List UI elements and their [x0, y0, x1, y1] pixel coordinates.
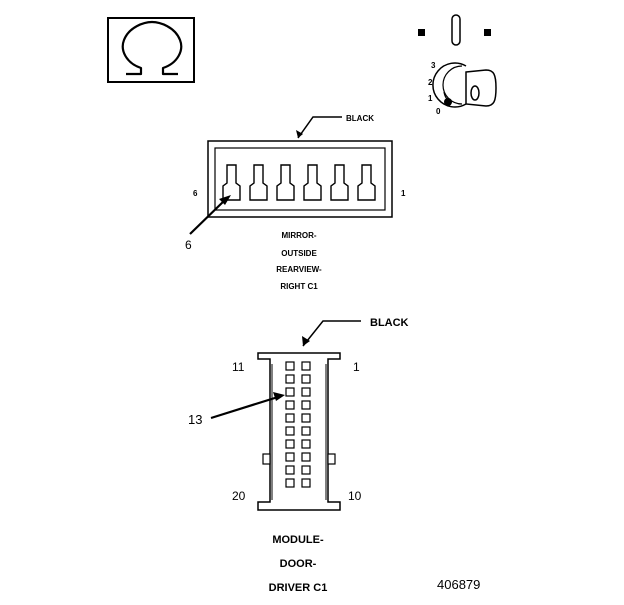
module-cavity	[301, 374, 311, 384]
mirror-connector: BLACK 6 1 6 MIRROR- OUTSIDE REARVIEW- RI…	[185, 114, 406, 291]
mirror-name-line-1: MIRROR-	[281, 231, 316, 240]
module-callout-pin: 13	[188, 412, 202, 427]
mirror-callout-arrow-icon	[219, 195, 231, 205]
mirror-cavity	[303, 164, 322, 201]
module-pin-label-1: 1	[353, 360, 360, 374]
module-latch-left	[262, 453, 271, 465]
module-color-leader	[302, 320, 361, 347]
mirror-cavities	[222, 164, 376, 201]
mirror-cavity	[330, 164, 349, 201]
module-color-label: BLACK	[370, 317, 409, 329]
module-cavity	[285, 439, 295, 449]
module-cavity	[285, 478, 295, 488]
module-cavity	[285, 426, 295, 436]
key-cylinder-icon	[432, 62, 467, 108]
module-pin-label-10: 10	[348, 489, 362, 503]
module-cavity	[285, 361, 295, 371]
module-cavity	[301, 387, 311, 397]
indicator-square-left	[418, 29, 425, 36]
key-position-1: 1	[428, 94, 433, 103]
mirror-cavity	[249, 164, 268, 201]
module-name-line-1: MODULE-	[272, 534, 324, 546]
module-cavity	[285, 465, 295, 475]
module-cavity	[301, 478, 311, 488]
mirror-pin-label-low: 1	[401, 189, 406, 198]
module-callout-arrow-icon	[273, 392, 285, 401]
module-pin-label-11: 11	[232, 360, 245, 374]
module-name-line-2: DOOR-	[280, 558, 317, 570]
key-position-0: 0	[436, 107, 441, 116]
module-connector: BLACK 11 1 20 10 13 MODULE- DOOR- DRIVER…	[188, 317, 409, 594]
module-cavity	[285, 387, 295, 397]
module-callout-leader	[210, 395, 279, 420]
module-color-arrow-icon	[302, 336, 310, 346]
module-cavity	[301, 413, 311, 423]
mirror-cavity	[357, 164, 376, 201]
mirror-color-arrow-icon	[296, 130, 303, 138]
module-name-line-3: DRIVER C1	[269, 582, 328, 594]
mirror-callout-pin: 6	[185, 238, 192, 252]
mirror-cavity	[222, 164, 241, 201]
key-position-3: 3	[431, 61, 436, 70]
mirror-color-label: BLACK	[346, 114, 374, 123]
mirror-pin-label-high: 6	[193, 189, 198, 198]
module-connector-housing	[257, 352, 341, 511]
mirror-cavity	[276, 164, 295, 201]
mirror-name-line-2: OUTSIDE	[281, 249, 317, 258]
module-cavity-grid	[285, 361, 311, 488]
module-cavity	[301, 465, 311, 475]
module-cavity	[301, 452, 311, 462]
module-cavity	[285, 452, 295, 462]
module-cavity	[301, 400, 311, 410]
omega-icon	[121, 20, 183, 76]
module-cavity	[285, 374, 295, 384]
module-pin-label-20: 20	[232, 489, 246, 503]
mirror-name-line-4: RIGHT C1	[280, 282, 318, 291]
figure-id: 406879	[437, 577, 480, 592]
module-cavity	[301, 439, 311, 449]
mirror-callout-leader	[189, 198, 227, 235]
module-cavity	[285, 413, 295, 423]
key-bow-icon	[465, 69, 497, 107]
mirror-color-leader	[297, 116, 342, 139]
mirror-name-line-3: REARVIEW-	[276, 265, 322, 274]
mirror-connector-inner-wall	[214, 147, 386, 211]
module-cavity	[301, 361, 311, 371]
ignition-key-icon: 3 2 1 0	[418, 14, 497, 116]
indicator-square-right	[484, 29, 491, 36]
key-slot-icon	[451, 14, 461, 46]
key-position-2: 2	[428, 78, 433, 87]
module-latch-right	[327, 453, 336, 465]
module-cavity	[301, 426, 311, 436]
omega-logo-box	[107, 17, 195, 83]
module-cavity	[285, 400, 295, 410]
